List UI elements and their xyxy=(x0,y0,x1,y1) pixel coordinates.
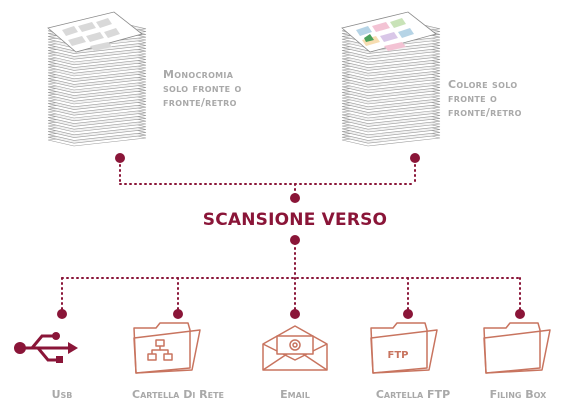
email-icon xyxy=(262,325,328,371)
source-label-mono: Monocromia solo fronte o fronte/retro xyxy=(163,68,242,109)
connector-dot xyxy=(173,309,183,319)
ftp-folder-icon: FTP xyxy=(370,322,438,374)
source-label-color: Colore solo fronte o fronte/retro xyxy=(448,78,522,119)
usb-icon xyxy=(14,332,78,363)
color-paper-stack-icon xyxy=(341,11,441,147)
connector-dot xyxy=(403,309,413,319)
connector-dot xyxy=(57,309,67,319)
connector-dot xyxy=(410,153,420,163)
destination-label-ftp: Cartella FTP xyxy=(375,388,451,401)
folder-icon xyxy=(483,322,551,374)
ftp-text: FTP xyxy=(388,350,409,361)
mono-paper-stack-icon xyxy=(47,11,147,147)
destination-label-email: Email xyxy=(280,388,310,401)
connector-dot xyxy=(290,193,300,203)
network-folder-icon xyxy=(133,322,201,374)
connector-dot xyxy=(515,309,525,319)
connector-dot xyxy=(290,235,300,245)
destination-label-filing-box: Filing Box xyxy=(489,388,547,401)
destination-label-network-folder: Cartella Di Rete xyxy=(132,388,224,401)
connector-dot xyxy=(290,309,300,319)
scan-to-title: SCANSIONE VERSO xyxy=(202,210,388,230)
destination-label-usb: Usb xyxy=(51,388,73,401)
connector-dot xyxy=(115,153,125,163)
